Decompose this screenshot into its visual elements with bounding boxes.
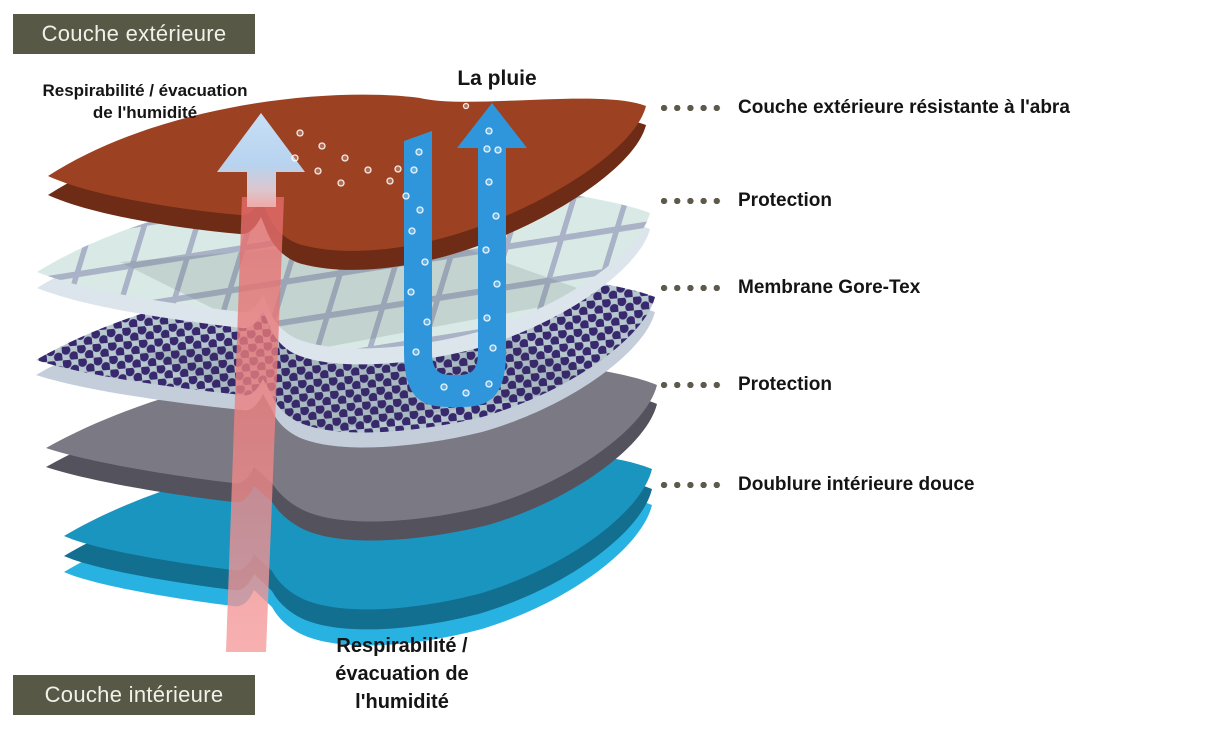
layer-label: Membrane Gore-Tex [738,277,921,298]
breathability-bottom-line1: Respirabilité / [336,635,468,657]
dotted-leader [660,197,726,205]
layer-label: Doublure intérieure douce [738,474,975,495]
layer-label-row-protection-bottom: Protection [660,372,832,398]
outer-layer-badge-label: Couche extérieure [41,21,227,46]
layer-label: Protection [738,190,832,211]
breathability-top-line2: de l'humidité [92,103,198,122]
rain-arrow [404,103,527,407]
breathability-arrow-icon [217,113,305,207]
breathability-annotation-top: Respirabilité / évacuation de l'humidité [22,80,268,124]
inner-layer-badge-label: Couche intérieure [44,682,224,707]
dotted-leader [660,381,726,389]
breathability-annotation-bottom: Respirabilité / évacuation de l'humidité [302,632,502,716]
rain-arrowhead-icon [457,103,527,148]
layer-label-row-protection-top: Protection [660,188,832,214]
layer-label: Protection [738,374,832,395]
breathability-bottom-line3: l'humidité [355,691,449,713]
dotted-leader [660,481,726,489]
layer-label-row-outer: Couche extérieure résistante à l'abra [660,95,1070,121]
outer-layer-badge: Couche extérieure [13,14,255,54]
water-droplets [291,102,502,397]
breathability-top-line1: Respirabilité / évacuation [42,81,248,100]
dotted-leader [660,104,726,112]
layer-label-row-lining: Doublure intérieure douce [660,472,974,498]
inner-layer-badge: Couche intérieure [13,675,255,715]
rain-annotation: La pluie [457,67,537,90]
breathability-bottom-line2: évacuation de [335,663,469,685]
moisture-ribbon [226,197,284,652]
dotted-leader [660,284,726,292]
layer-label: Couche extérieure résistante à l'abra [738,97,1070,118]
layer-label-row-membrane: Membrane Gore-Tex [660,275,920,301]
